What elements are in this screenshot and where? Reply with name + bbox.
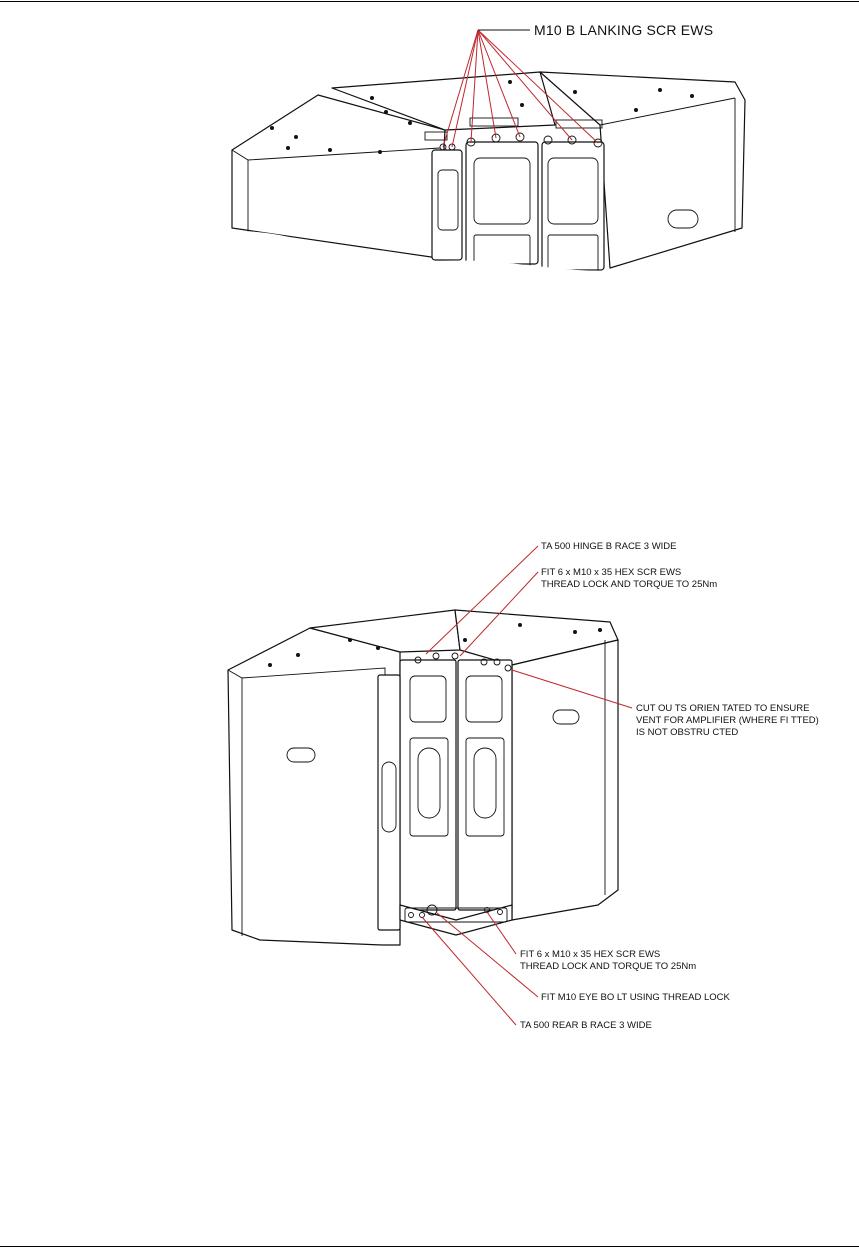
rear-panel-center-right [457, 659, 513, 911]
hinge-brace-label: TA 500 HINGE B RACE 3 WIDE [541, 541, 677, 552]
fit-screws-top-line1: FIT 6 x M10 x 35 HEX SCR EWS [541, 567, 681, 578]
top-hinge-screws [414, 652, 512, 672]
eye-bolt-icon [426, 904, 438, 916]
handle-right-icon [552, 709, 580, 725]
front-panel-1 [431, 149, 463, 261]
handle-left-icon [286, 747, 316, 763]
footer-rule [0, 1246, 859, 1247]
cutouts-line1: CUT OU TS ORIEN TATED TO ENSURE [636, 703, 810, 714]
rear-assembly-leaders [421, 545, 633, 1026]
handle-icon [667, 209, 699, 229]
rear-panel-side [377, 674, 401, 931]
blanking-screws-label: M10 B LANKING SCR EWS [534, 22, 713, 38]
header-rule [0, 1, 859, 2]
cutouts-line3: IS NOT OBSTRU CTED [636, 727, 738, 738]
center-cabinet-top [331, 71, 556, 131]
left-cabinet-rear [227, 627, 401, 946]
fit-screws-bottom-line2: THREAD LOCK AND TORQUE TO 25Nm [520, 961, 696, 972]
fit-screws-top-line2: THREAD LOCK AND TORQUE TO 25Nm [541, 579, 717, 590]
right-cabinet-rear [511, 639, 619, 921]
blanking-screw-leaders [442, 29, 599, 148]
fit-screws-bottom-line1: FIT 6 x M10 x 35 HEX SCR EWS [520, 949, 660, 960]
figure-rear-assembly: TA 500 HINGE B RACE 3 WIDE FIT 6 x M10 x… [227, 541, 819, 1031]
figure-blanking-screws: M10 B LANKING SCR EWS [225, 22, 760, 300]
eye-bolt-label: FIT M10 EYE BO LT USING THREAD LOCK [541, 992, 730, 1003]
cutouts-line2: VENT FOR AMPLIFIER (WHERE FI TTED) [636, 715, 819, 726]
front-panel-3 [541, 141, 605, 271]
rear-brace-label: TA 500 REAR B RACE 3 WIDE [520, 1020, 652, 1031]
front-panel-2 [465, 141, 539, 265]
hinge-plate-right [555, 119, 603, 129]
